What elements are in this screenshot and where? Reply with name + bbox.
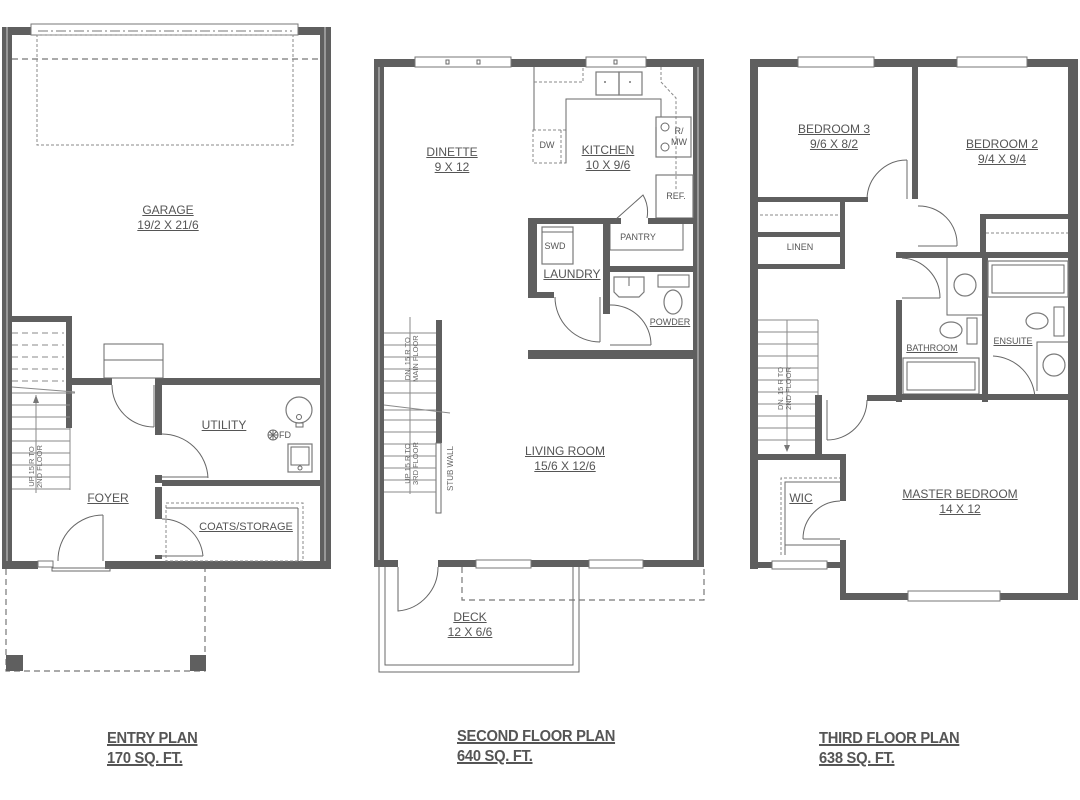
garage-label: GARAGE 19/2 X 21/6	[137, 203, 198, 233]
room-size: 9/4 X 9/4	[977, 152, 1027, 166]
stair-line-2: 3RD FLOOR	[411, 442, 420, 485]
entry-plan-title: ENTRY PLAN 170 SQ. FT.	[107, 729, 198, 769]
powder-label: POWDER	[649, 317, 691, 327]
fd-label: FD	[279, 430, 291, 440]
third-floor-plan-title: THIRD FLOOR PLAN 638 SQ. FT.	[819, 729, 960, 769]
third-stair-label: DN. 15 R TO 2ND FLOOR	[776, 367, 793, 410]
deck-label: DECK 12 X 6/6	[448, 610, 493, 640]
second-floor-drawing	[374, 56, 705, 673]
plan-area: 640 SQ. FT.	[457, 748, 533, 765]
pantry-label: PANTRY	[620, 232, 656, 242]
bathroom-label: BATHROOM	[906, 343, 958, 353]
foyer-label: FOYER	[87, 491, 129, 505]
plan-area: 170 SQ. FT.	[107, 750, 183, 767]
plan-area: 638 SQ. FT.	[819, 750, 895, 767]
room-name: GARAGE	[142, 203, 194, 217]
dinette-label: DINETTE 9 X 12	[426, 145, 477, 175]
washer-dryer-label: SWD	[544, 241, 566, 251]
stub-wall-label: STUB WALL	[446, 445, 455, 491]
wic-label: WIC	[789, 491, 813, 505]
bedroom-2-label: BEDROOM 2 9/4 X 9/4	[966, 137, 1038, 167]
stair-up-label: UP 15 R TO 3RD FLOOR	[403, 442, 420, 485]
range-microwave-label: R/ MW	[671, 126, 687, 148]
entry-plan-drawing	[2, 23, 331, 672]
room-name: LIVING ROOM	[524, 444, 606, 458]
stair-line-2: 2ND FLOOR	[784, 367, 793, 410]
room-name: BEDROOM 3	[797, 122, 871, 136]
stair-line-2: MAIN FLOOR	[411, 335, 420, 382]
living-room-label: LIVING ROOM 15/6 X 12/6	[525, 444, 605, 474]
room-size: 15/6 X 12/6	[534, 459, 596, 473]
room-name: BEDROOM 2	[965, 137, 1039, 151]
rmw-line-1: R/	[674, 126, 684, 136]
room-name: DECK	[453, 610, 487, 624]
second-floor-plan-title: SECOND FLOOR PLAN 640 SQ. FT.	[457, 727, 615, 767]
plan-name: SECOND FLOOR PLAN	[457, 728, 616, 745]
stair-down-label: DN. 15 R TO MAIN FLOOR	[403, 335, 420, 382]
laundry-label: LAUNDRY	[543, 267, 601, 281]
plan-name: THIRD FLOOR PLAN	[819, 730, 960, 747]
room-name: DINETTE	[426, 145, 478, 159]
room-size: 9 X 12	[434, 160, 470, 174]
third-floor-drawing	[750, 56, 1078, 602]
kitchen-label: KITCHEN 10 X 9/6	[582, 143, 635, 173]
refrigerator-label: REF.	[666, 191, 686, 201]
room-size: 12 X 6/6	[447, 625, 493, 639]
room-size: 9/6 X 8/2	[809, 137, 859, 151]
entry-stair-label: UP 15 R TO 2ND FLOOR	[27, 445, 44, 488]
master-bedroom-label: MASTER BEDROOM 14 X 12	[902, 487, 1017, 517]
rmw-line-2: MW	[671, 137, 687, 147]
ensuite-label: ENSUITE	[993, 336, 1033, 346]
coats-storage-label: COATS/STORAGE	[199, 521, 293, 533]
room-name: KITCHEN	[581, 143, 635, 157]
room-size: 14 X 12	[939, 502, 981, 516]
plan-name: ENTRY PLAN	[107, 730, 198, 747]
room-name: MASTER BEDROOM	[902, 487, 1018, 501]
room-size: 19/2 X 21/6	[137, 218, 199, 232]
stair-line-2: 2ND FLOOR	[35, 445, 44, 488]
utility-label: UTILITY	[201, 418, 247, 432]
dishwasher-label: DW	[539, 140, 555, 150]
bedroom-3-label: BEDROOM 3 9/6 X 8/2	[798, 122, 870, 152]
linen-label: LINEN	[786, 242, 814, 252]
room-size: 10 X 9/6	[585, 158, 631, 172]
